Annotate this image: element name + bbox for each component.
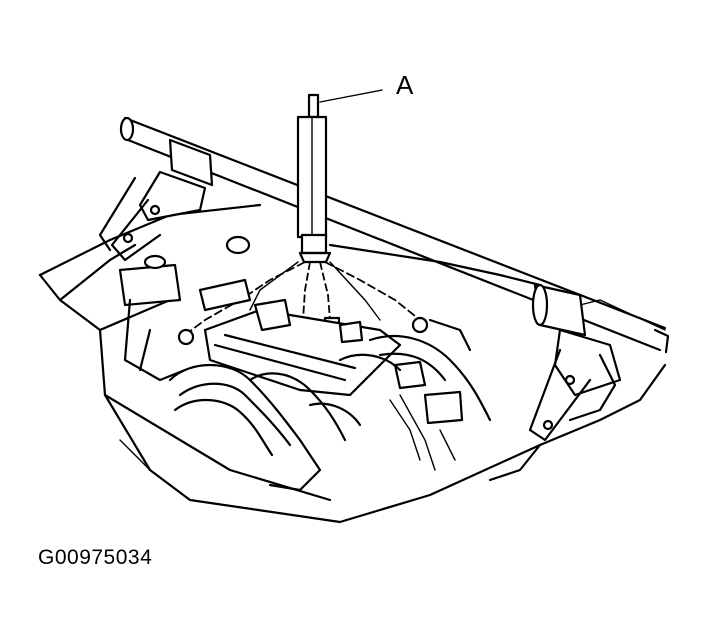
intake-manifold <box>168 363 362 492</box>
engine-bay-outline <box>38 203 667 524</box>
engine-right-components <box>338 318 492 471</box>
right-support-bracket <box>528 283 622 442</box>
left-support-bracket <box>98 138 214 262</box>
callout-label-a: A <box>396 70 414 100</box>
figure-id-label: G00975034 <box>38 546 153 569</box>
callout-leader-line <box>319 89 383 103</box>
lift-post <box>296 93 332 264</box>
engine-block <box>118 235 402 397</box>
